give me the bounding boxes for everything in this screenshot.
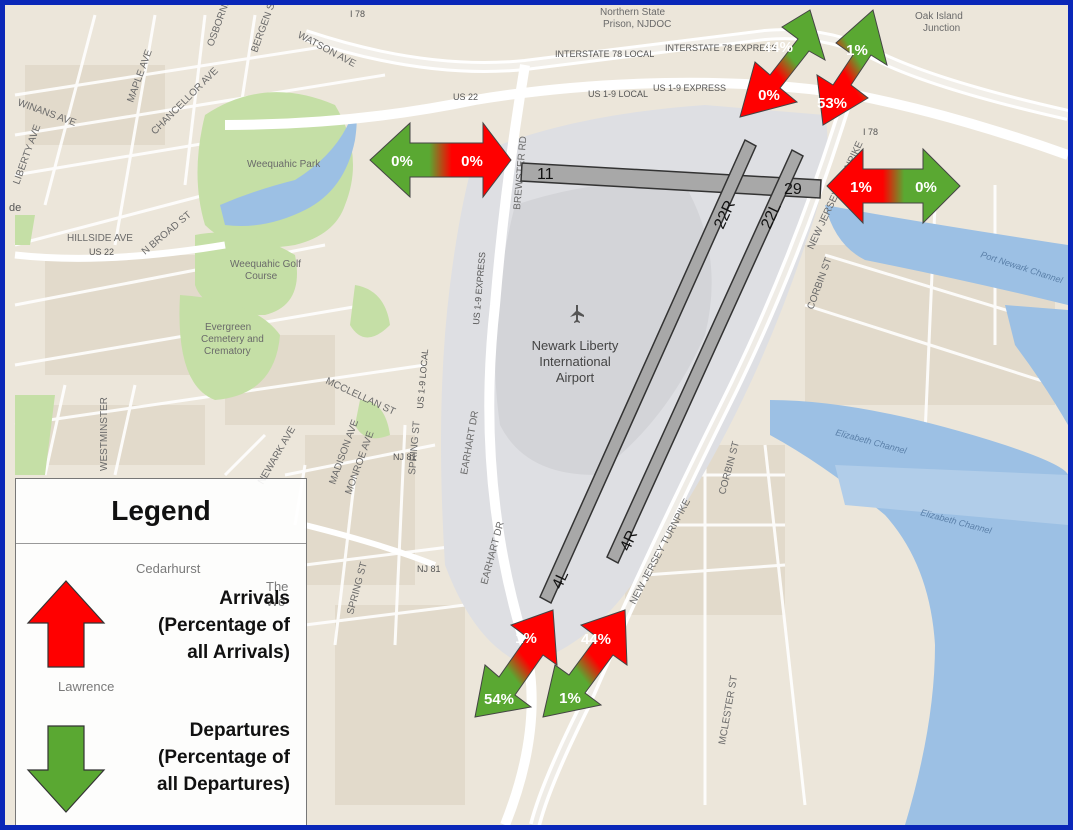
runway-29-label: 29 — [784, 181, 802, 198]
label-prison-1: Northern State — [600, 7, 665, 18]
double-arrow-icon — [474, 609, 558, 718]
runway-11-label: 11 — [537, 166, 554, 183]
elizabeth-channel-inner — [835, 465, 1068, 525]
airport-label: Newark Liberty International Airport — [532, 305, 619, 385]
weequahic-lake — [220, 115, 357, 226]
flow-22r-departure: 44% — [763, 39, 793, 56]
flow-ne-22l[interactable]: 1% 53% — [816, 9, 888, 126]
flow-22r-arrival: 0% — [758, 87, 780, 104]
label-i78-local: INTERSTATE 78 LOCAL — [555, 49, 654, 59]
legend-departures-text: Departures (Percentage of all Departures… — [157, 717, 290, 798]
airplane-icon — [570, 305, 584, 323]
legend-arrivals-line1: Arrivals — [219, 588, 290, 609]
double-arrow-icon — [542, 609, 628, 718]
double-arrow-icon — [739, 9, 826, 118]
label-us22-2: US 22 — [89, 247, 114, 257]
departure-arrow-icon — [26, 725, 106, 813]
runway-4l-label: 4L — [549, 568, 572, 591]
flow-east-departure: 0% — [915, 179, 937, 196]
label-i78-express: INTERSTATE 78 EXPRESS — [665, 43, 777, 53]
arrival-arrow-icon — [26, 580, 106, 668]
label-cem-2: Cemetery and — [201, 334, 264, 345]
flow-22l-departure: 1% — [846, 42, 868, 59]
legend-arrivals-line3: all Arrivals) — [187, 642, 290, 663]
port-basin — [1005, 305, 1068, 425]
label-hillside: HILLSIDE AVE — [67, 233, 133, 244]
flow-22l-arrival: 53% — [817, 95, 847, 112]
flow-west-11[interactable]: 0% 0% — [369, 121, 512, 199]
label-golf-2: Course — [245, 271, 278, 282]
runway-11-29 — [520, 162, 822, 199]
legend-arrivals-line2: (Percentage of — [158, 615, 290, 636]
label-golf-1: Weequahic Golf — [230, 259, 301, 270]
label-weequahic-park: Weequahic Park — [247, 159, 321, 170]
legend-bg-town-thewo: The Wo — [266, 579, 289, 609]
legend-departures-line2: (Percentage of — [158, 747, 290, 768]
label-nj81-2: NJ 81 — [417, 564, 441, 574]
label-westminster: WESTMINSTER — [99, 397, 110, 471]
flow-sw-4r[interactable]: 44% 1% — [542, 609, 628, 718]
label-us19-local: US 1-9 LOCAL — [588, 89, 648, 99]
label-us22: US 22 — [453, 92, 478, 102]
label-i78: I 78 — [350, 9, 365, 19]
legend-departures-line1: Departures — [189, 720, 290, 741]
flow-4r-arrival: 44% — [581, 631, 611, 648]
label-de: de — [9, 202, 21, 214]
legend-panel: Legend Cedarhurst The Wo Lawrence Arriva… — [15, 478, 307, 825]
label-i78-2: I 78 — [863, 127, 878, 137]
airport-map[interactable]: Northern State Prison, NJDOC Oak Island … — [5, 5, 1068, 825]
airport-name-2: International — [539, 354, 611, 369]
label-oak-2: Junction — [923, 23, 960, 34]
flow-4r-departure: 1% — [559, 690, 581, 707]
runway-4r-22l — [606, 148, 804, 565]
label-oak-1: Oak Island — [915, 11, 963, 22]
legend-arrivals-text: Arrivals (Percentage of all Arrivals) — [158, 585, 290, 666]
flow-west-departure: 0% — [391, 153, 413, 170]
label-cem-1: Evergreen — [205, 322, 251, 333]
flow-east-29[interactable]: 1% 0% — [826, 147, 961, 225]
runway-4l-22r — [539, 138, 757, 605]
flow-sw-4l[interactable]: 1% 54% — [474, 609, 558, 718]
flow-ne-22r[interactable]: 44% 0% — [739, 9, 826, 118]
airport-name-3: Airport — [556, 370, 595, 385]
highways — [14, 28, 1068, 825]
double-arrow-icon — [816, 9, 888, 126]
flow-east-arrival: 1% — [850, 179, 872, 196]
legend-title: Legend — [16, 479, 306, 544]
label-cem-3: Crematory — [204, 346, 251, 357]
double-arrow-icon — [369, 121, 512, 199]
flow-4l-departure: 54% — [484, 691, 514, 708]
label-prison-2: Prison, NJDOC — [603, 19, 671, 30]
port-newark-channel — [825, 205, 1068, 305]
airport-name-1: Newark Liberty — [532, 338, 619, 353]
flow-west-arrival: 0% — [461, 153, 483, 170]
label-nj81: NJ 81 — [393, 452, 417, 462]
legend-bg-town-lawrence: Lawrence — [58, 679, 115, 694]
flow-arrows[interactable]: 0% 0% 1% 0% 44% 0% 1% 53% 1% 54% — [369, 9, 961, 718]
legend-departures-line3: all Departures) — [156, 774, 290, 795]
label-spring: SPRING ST — [407, 421, 423, 476]
legend-bg-town-cedarhurst: Cedarhurst — [136, 561, 201, 576]
runways: 11 29 4L 22R 4R 22L — [520, 138, 822, 605]
terminal-area — [495, 182, 712, 475]
flow-4l-arrival: 1% — [515, 630, 537, 647]
double-arrow-icon — [826, 147, 961, 225]
label-us19-express: US 1-9 EXPRESS — [653, 83, 726, 93]
